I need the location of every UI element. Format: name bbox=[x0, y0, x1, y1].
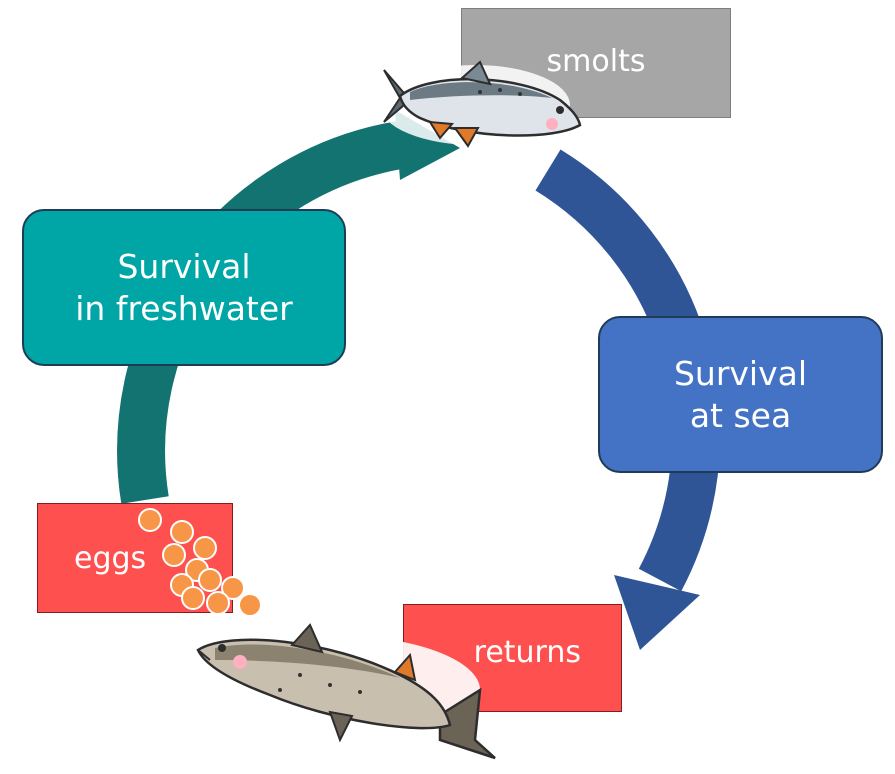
adult-salmon-icon bbox=[180, 625, 495, 758]
smolt-fish-icon bbox=[380, 62, 580, 146]
egg-cluster-icon bbox=[139, 509, 261, 616]
